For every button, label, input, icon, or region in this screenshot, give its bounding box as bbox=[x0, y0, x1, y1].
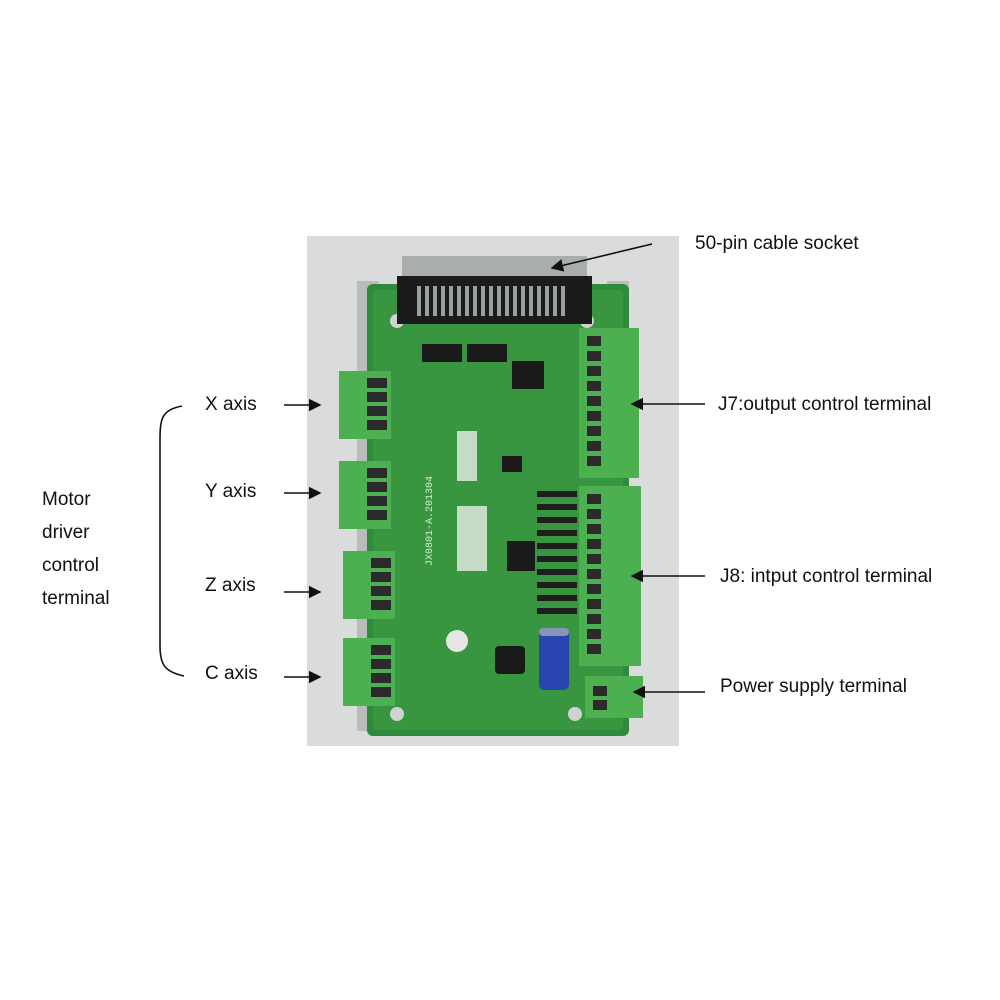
c-axis-label: C axis bbox=[205, 663, 258, 684]
controller-board-photo: JX0801-A.201304 bbox=[307, 236, 679, 746]
j8-input-terminal bbox=[579, 486, 641, 666]
motor-bracket bbox=[159, 405, 185, 677]
group-line-1: Motor bbox=[42, 489, 91, 510]
j7-label: J7:output control terminal bbox=[718, 394, 932, 415]
x-axis-label: X axis bbox=[205, 394, 257, 415]
j7-output-terminal bbox=[579, 328, 639, 478]
y-axis-terminal bbox=[339, 461, 391, 529]
y-axis-label: Y axis bbox=[205, 481, 257, 502]
board-model-silkscreen: JX0801-A.201304 bbox=[425, 476, 436, 566]
x-axis-terminal bbox=[339, 371, 391, 439]
group-line-4: terminal bbox=[42, 588, 110, 609]
motor-terminals bbox=[339, 371, 395, 706]
motor-driver-group-label: Motor driver control terminal bbox=[42, 483, 152, 615]
power-supply-terminal bbox=[585, 676, 643, 718]
j8-label: J8: intput control terminal bbox=[720, 566, 933, 587]
50-pin-cable-socket bbox=[397, 256, 592, 324]
group-line-3: control bbox=[42, 555, 100, 576]
z-axis-label: Z axis bbox=[205, 575, 256, 596]
group-line-2: driver bbox=[42, 522, 90, 543]
c-axis-terminal bbox=[343, 638, 395, 706]
z-axis-terminal bbox=[343, 551, 395, 619]
power-label: Power supply terminal bbox=[720, 676, 907, 697]
cable-socket-label: 50-pin cable socket bbox=[695, 233, 859, 254]
